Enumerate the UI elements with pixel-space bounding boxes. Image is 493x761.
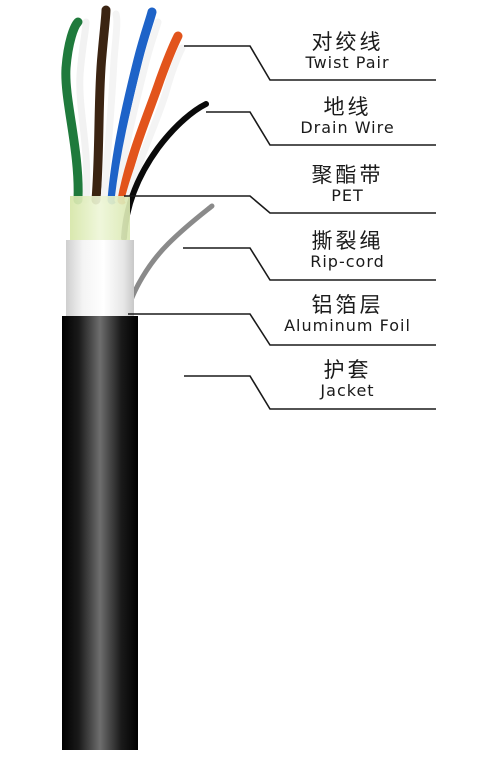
label-zh: 护套	[323, 358, 372, 382]
foil-layer	[66, 240, 134, 318]
label-zh: 铝箔层	[311, 293, 384, 317]
blue-white-wire	[114, 18, 162, 204]
label-en: Jacket	[320, 381, 375, 400]
blue-wire	[107, 7, 157, 205]
leader-line-1	[206, 111, 436, 146]
twist-pair-wires	[61, 5, 186, 205]
green-white-wire	[76, 18, 91, 204]
label-en: Aluminum Foil	[284, 316, 411, 335]
leader-line-5	[184, 375, 436, 410]
label-en: Drain Wire	[300, 118, 395, 137]
label-zh: 撕裂绳	[311, 229, 384, 253]
label-drain-wire: 地线 Drain Wire	[260, 95, 435, 137]
rip-cord	[123, 203, 215, 319]
leader-line-3	[183, 247, 436, 281]
label-zh: 对绞线	[311, 30, 384, 54]
brown-wire	[91, 5, 111, 205]
label-zh: 聚酯带	[311, 163, 384, 187]
label-jacket: 护套 Jacket	[260, 358, 435, 400]
label-en: PET	[331, 186, 364, 205]
orange-wire	[117, 31, 183, 205]
label-rip-cord: 撕裂绳 Rip-cord	[260, 229, 435, 271]
label-zh: 地线	[323, 95, 372, 119]
pet-layer	[70, 196, 130, 242]
green-wire	[61, 17, 83, 205]
leader-line-0	[184, 45, 436, 81]
label-aluminum-foil: 铝箔层 Aluminum Foil	[260, 293, 435, 335]
label-pet: 聚酯带 PET	[260, 163, 435, 205]
jacket-layer	[62, 316, 138, 750]
leader-line-2	[124, 195, 436, 214]
brown-white-wire	[100, 10, 121, 204]
label-twist-pair: 对绞线 Twist Pair	[260, 30, 435, 72]
label-en: Rip-cord	[310, 252, 385, 271]
orange-white-wire	[124, 44, 186, 204]
label-en: Twist Pair	[305, 53, 390, 72]
leader-line-4	[128, 313, 436, 346]
leader-lines	[124, 45, 436, 410]
